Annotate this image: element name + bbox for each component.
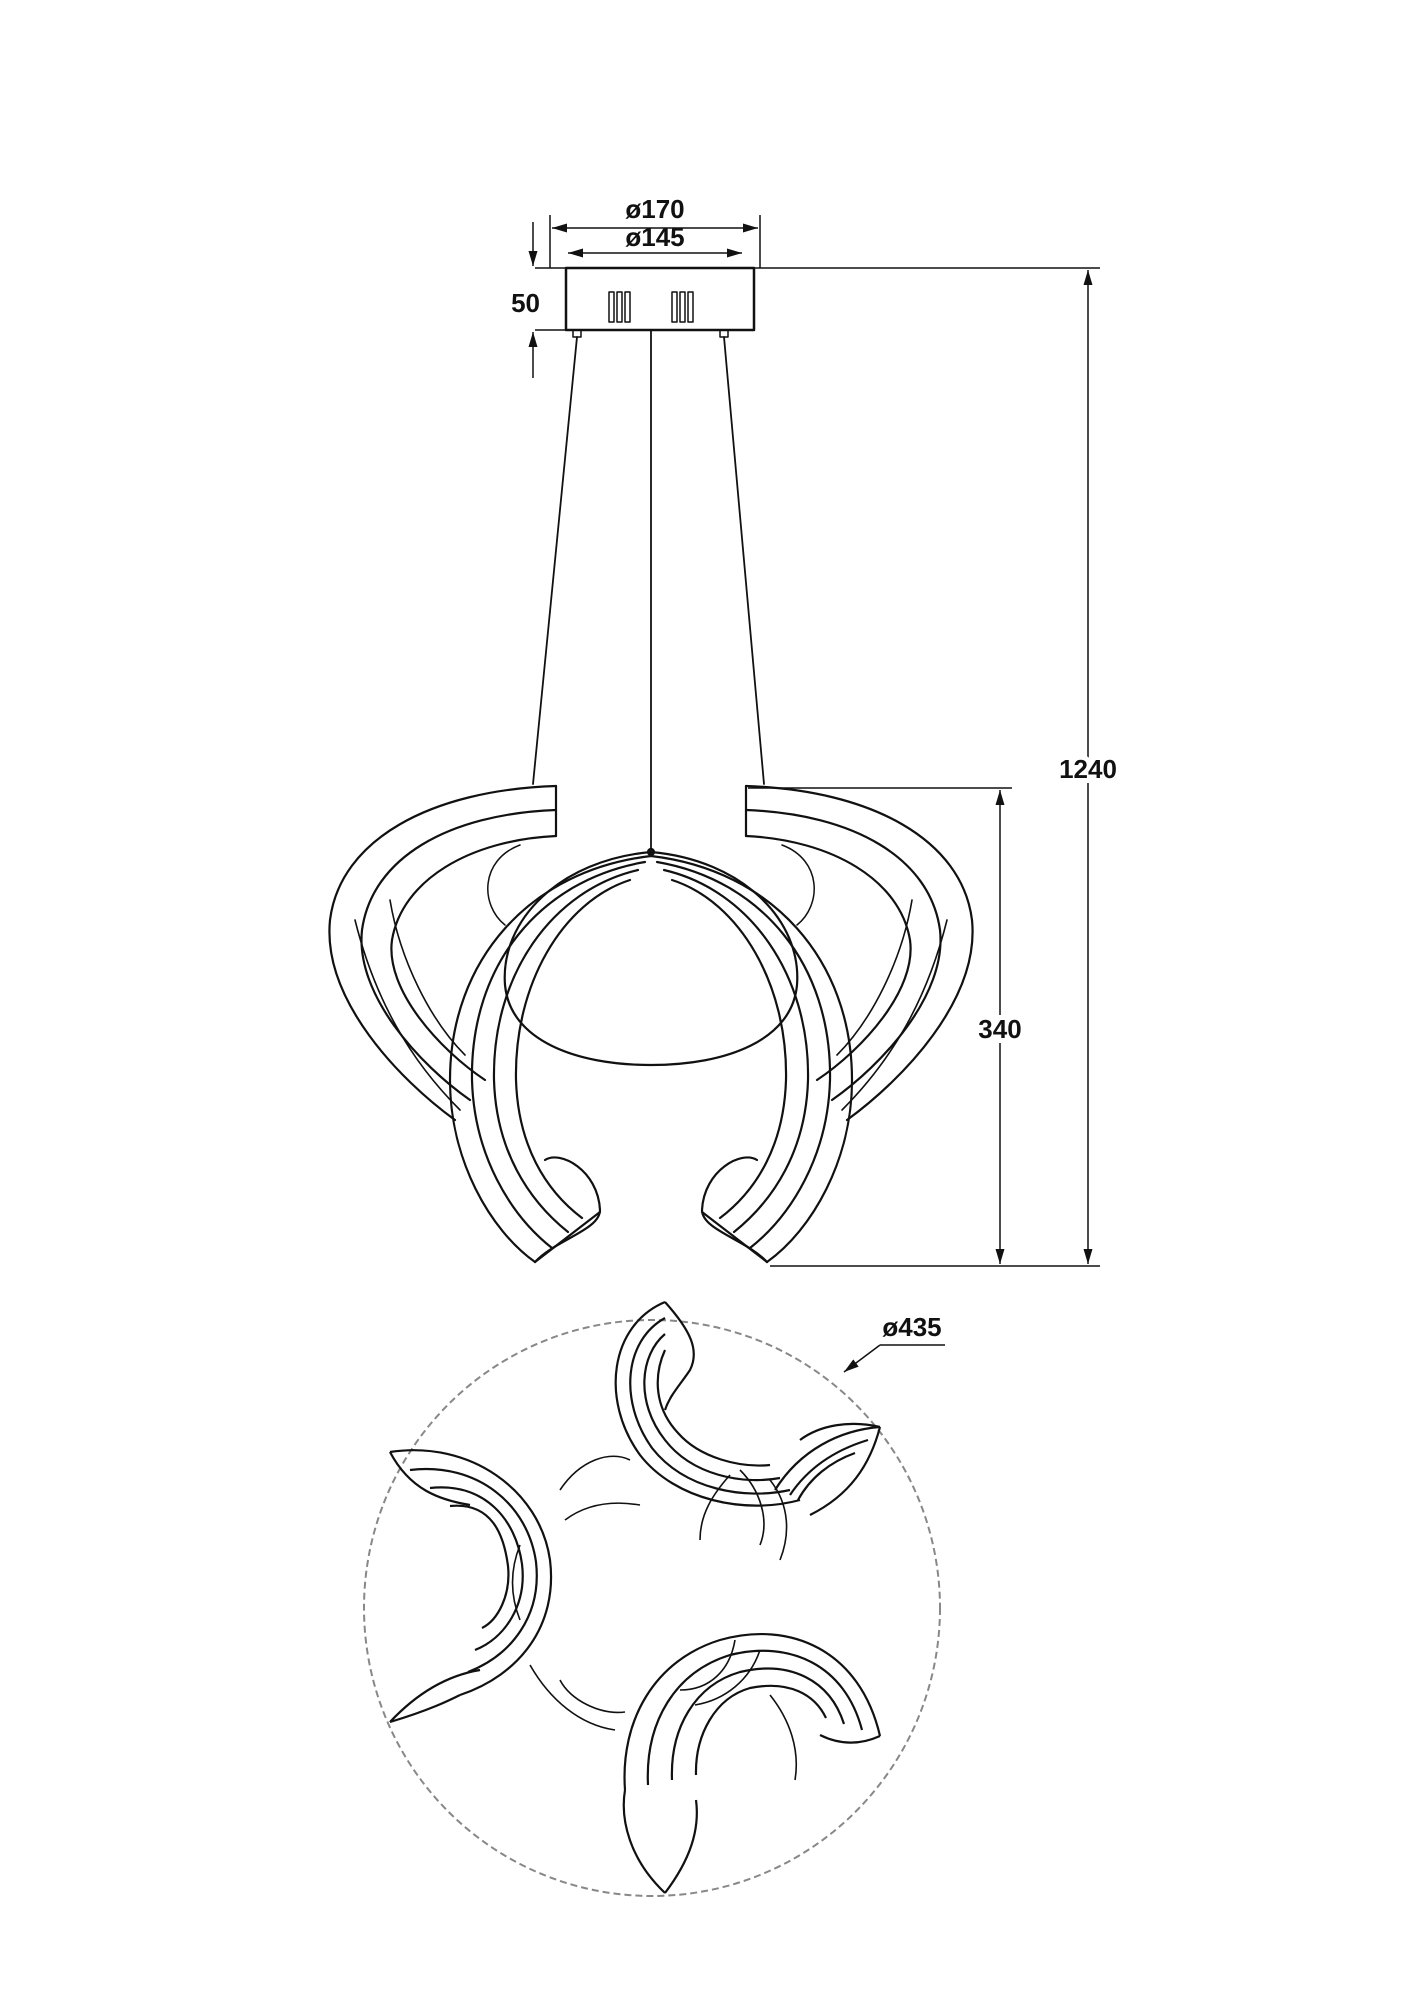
side-elevation-view <box>328 266 974 1264</box>
plan-view: ø435 <box>363 1300 945 1897</box>
right-rear-ribbon <box>836 899 948 1111</box>
canopy-outer-diameter-label: ø170 <box>625 194 684 224</box>
plan-crescent-top <box>614 1300 801 1507</box>
left-upper-ribbon <box>328 784 558 1122</box>
shade-height-label: 340 <box>978 1014 1021 1044</box>
plan-crescent-top-right <box>774 1422 882 1516</box>
shade-outline-circle <box>363 1319 941 1897</box>
plan-crescent-left <box>389 1449 553 1724</box>
plan-inner-arcs <box>699 1474 798 1781</box>
canopy-height-label: 50 <box>511 288 540 318</box>
suspension-cables <box>532 329 765 853</box>
right-upper-ribbon <box>744 784 974 1122</box>
left-front-ribbon <box>448 854 653 1264</box>
plan-crescent-bottom-right <box>622 1632 882 1894</box>
central-ring <box>503 847 799 1067</box>
overall-height-label: 1240 <box>1059 754 1117 784</box>
dimension-lines <box>528 215 1100 1267</box>
ceiling-canopy <box>564 266 756 338</box>
right-front-ribbon <box>649 854 854 1264</box>
plan-diameter-leader <box>843 1344 945 1373</box>
plan-hub-arcs <box>511 1455 788 1731</box>
canopy-inner-diameter-label: ø145 <box>625 222 684 252</box>
left-rear-ribbon <box>354 899 466 1111</box>
shade-diameter-label: ø435 <box>882 1312 941 1342</box>
